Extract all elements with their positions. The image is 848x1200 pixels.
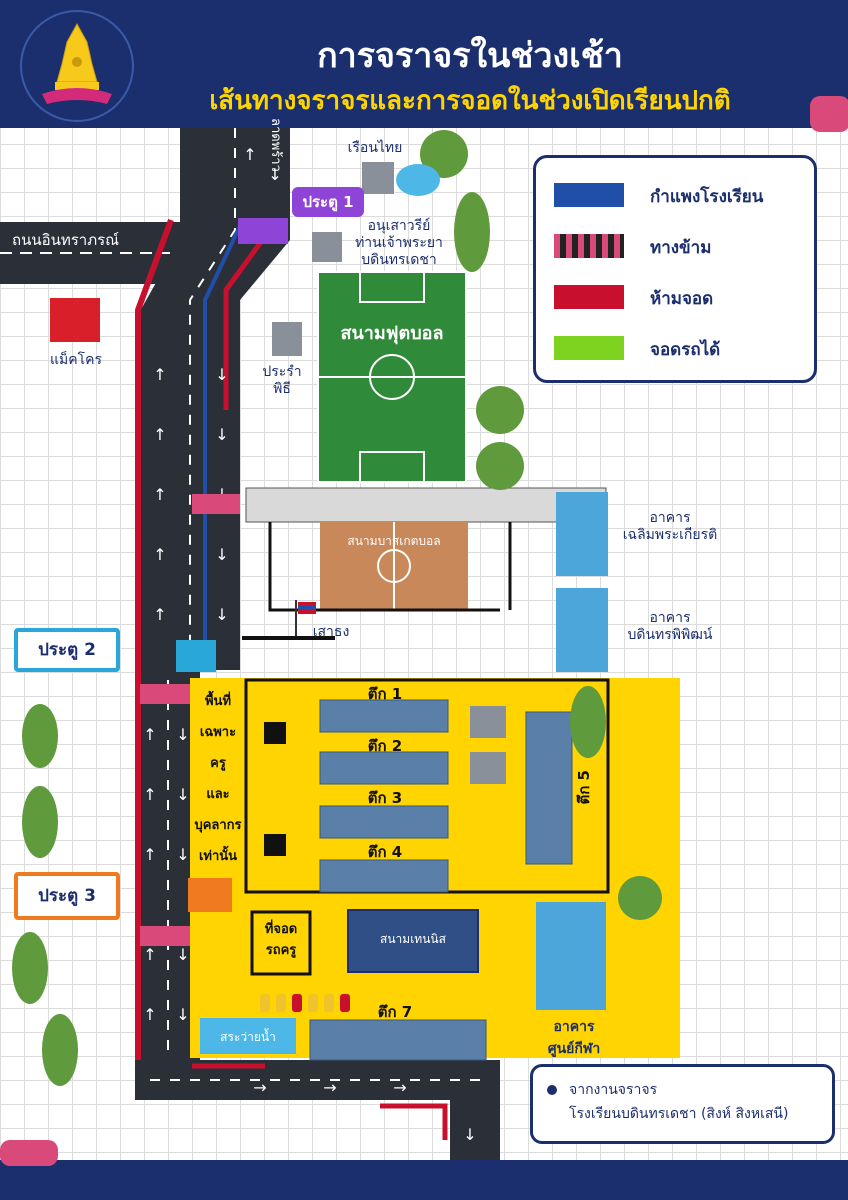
svg-text:↓: ↓ <box>176 845 189 864</box>
decor-tab <box>0 1140 58 1166</box>
svg-text:↓: ↓ <box>463 1125 476 1144</box>
tennis-court <box>347 909 479 973</box>
teacher-area-line: บุคลากร <box>194 818 242 833</box>
north-road-label: ลาดพร้าว <box>268 118 283 172</box>
svg-text:↑: ↑ <box>143 845 156 864</box>
thai-house-label: เรือนไทย <box>347 140 403 156</box>
building3-label: ตึก 3 <box>367 789 403 807</box>
west-road-label: ถนนอินทราภรณ์ <box>12 231 120 249</box>
tennis-court-label: สนามเทนนิส <box>380 932 446 946</box>
legend-swatch <box>554 336 624 360</box>
bullet-icon <box>547 1085 557 1095</box>
map-legend: กำแพงโรงเรียน ทางข้าม ห้ามจอด จอดรถได้ <box>533 155 817 383</box>
bodin-museum-label: อาคาร บดินทรพิพิฒน์ <box>627 610 713 643</box>
credit-line2: โรงเรียนบดินทรเดชา (สิงห์ สิงหเสนี) <box>569 1106 789 1122</box>
svg-text:↑: ↑ <box>153 365 166 384</box>
legend-item-parking: จอดรถได้ <box>554 336 804 360</box>
building7-label: ตึก 7 <box>377 1003 413 1021</box>
legend-swatch <box>554 234 624 258</box>
page-title: การจราจรในช่วงเช้า <box>317 36 623 76</box>
svg-text:↑: ↑ <box>143 945 156 964</box>
legend-swatch <box>554 183 624 207</box>
prarachapithi-label: ประรำ พิธี <box>262 364 302 397</box>
teacher-parking-label: ที่จอด รถครู <box>264 922 298 958</box>
legend-item-wall: กำแพงโรงเรียน <box>554 183 804 207</box>
school-emblem-icon <box>20 10 134 122</box>
teacher-area-line: เฉพาะ <box>199 725 237 740</box>
building1-label: ตึก 1 <box>367 685 403 703</box>
svg-text:↓: ↓ <box>176 785 189 804</box>
footer-bar <box>0 1160 848 1200</box>
svg-text:↓: ↓ <box>215 425 228 444</box>
pool <box>200 1018 296 1054</box>
svg-text:↓: ↓ <box>176 1005 189 1024</box>
svg-text:↑: ↑ <box>153 605 166 624</box>
svg-text:↓: ↓ <box>215 605 228 624</box>
teacher-only-area: พื้นที่ เฉพาะ ครู และ บุคลากร เท่านั้น <box>192 686 244 872</box>
legend-item-crosswalk: ทางข้าม <box>554 234 804 258</box>
pool-label: สระว่ายน้ำ <box>220 1030 276 1044</box>
svg-text:↑: ↑ <box>153 485 166 504</box>
legend-label: ทางข้าม <box>650 238 712 258</box>
crosswalk-marks <box>140 494 240 946</box>
svg-text:↑: ↑ <box>143 725 156 744</box>
decor-tab <box>810 96 848 132</box>
svg-text:→: → <box>323 1078 336 1097</box>
legend-label: กำแพงโรงเรียน <box>650 187 764 207</box>
gate3-label: ประตู 3 <box>14 872 120 920</box>
header-bar <box>0 0 848 128</box>
svg-text:↑: ↑ <box>153 425 166 444</box>
basketball-label: สนามบาสเกตบอล <box>347 534 441 548</box>
chalerm-building-label: อาคาร เฉลิมพระเกียรติ <box>622 510 718 543</box>
makro-label: แม็คโคร <box>49 352 103 368</box>
credit-line1: จากงานจราจร <box>569 1082 658 1098</box>
svg-text:→: → <box>253 1078 266 1097</box>
credit-box: จากงานจราจร โรงเรียนบดินทรเดชา (สิงห์ สิ… <box>530 1064 835 1144</box>
legend-swatch <box>554 285 624 309</box>
svg-text:↓: ↓ <box>176 725 189 744</box>
building4-label: ตึก 4 <box>367 843 403 861</box>
teacher-area-line: พื้นที่ <box>204 694 232 709</box>
campus-map: ↑↑↑↑↑ ↓↓↓↓↓ ↑↑↑↑↑ ↓↓↓↓↓ ↑↓ →→→ ↓ <box>0 128 680 1160</box>
legend-item-no-parking: ห้ามจอด <box>554 285 804 309</box>
makro-building <box>50 298 100 342</box>
page-subtitle: เส้นทางจราจรและการจอดในช่วงเปิดเรียนปกติ <box>209 86 731 116</box>
teacher-area-line: ครู <box>210 756 226 771</box>
svg-text:↓: ↓ <box>268 165 281 184</box>
svg-text:↑: ↑ <box>143 1005 156 1024</box>
monument-label: อนุเสาวรีย์ ท่านเจ้าพระยา บดินทรเดชา <box>355 218 443 268</box>
flagpole-label: เสาธง <box>312 624 350 640</box>
teacher-area-line: และ <box>206 787 230 802</box>
legend-label: ห้ามจอด <box>650 289 714 309</box>
svg-text:↓: ↓ <box>215 545 228 564</box>
svg-text:↓: ↓ <box>176 945 189 964</box>
svg-text:↑: ↑ <box>153 545 166 564</box>
gate2-label: ประตู 2 <box>14 628 120 672</box>
teacher-area-line: เท่านั้น <box>198 849 238 864</box>
sports-center-label: อาคาร ศูนย์กีฬา <box>547 1019 601 1057</box>
football-field-label: สนามฟุตบอล <box>340 323 444 344</box>
building5-label: ตึก 5 <box>575 770 593 805</box>
svg-text:↑: ↑ <box>143 785 156 804</box>
legend-label: จอดรถได้ <box>650 340 721 360</box>
svg-text:↓: ↓ <box>215 365 228 384</box>
gate1-label: ประตู 1 <box>292 187 364 217</box>
svg-text:↑: ↑ <box>243 145 256 164</box>
building2-label: ตึก 2 <box>367 737 403 755</box>
svg-text:→: → <box>393 1078 406 1097</box>
